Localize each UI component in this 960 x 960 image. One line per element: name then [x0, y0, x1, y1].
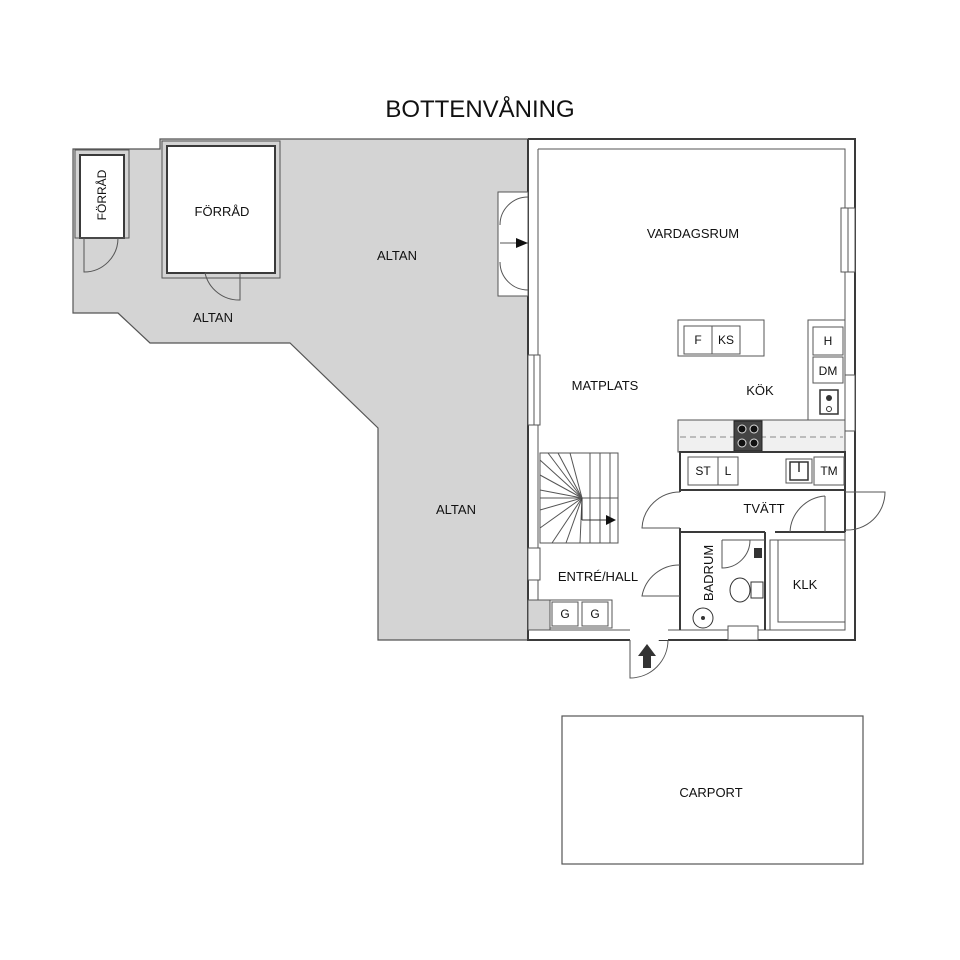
- fixture-label-g2: G: [590, 607, 599, 621]
- room-label-vardagsrum: VARDAGSRUM: [647, 226, 739, 241]
- fixture-label-ks: KS: [718, 333, 734, 347]
- kitchen-right-units: [807, 319, 846, 421]
- kitchen-island: [677, 319, 765, 357]
- carport-outline: [561, 715, 864, 865]
- kitchen-counter: [677, 419, 846, 453]
- interior-walls: [641, 452, 886, 631]
- fixture-label-st: ST: [695, 464, 711, 478]
- room-label-kok: KÖK: [746, 383, 774, 398]
- deck-area: [72, 138, 529, 641]
- room-label-matplats: MATPLATS: [572, 378, 639, 393]
- bathroom-fixtures: [692, 539, 765, 629]
- storage-building: [161, 140, 281, 301]
- staircase: [539, 452, 619, 544]
- room-label-forrad-small: FÖRRÅD: [94, 169, 109, 220]
- fixture-label-f: F: [694, 333, 701, 347]
- fixture-label-dm: DM: [819, 364, 838, 378]
- room-label-carport: CARPORT: [679, 785, 742, 800]
- room-label-klk: KLK: [793, 577, 818, 592]
- laundry-counter: [679, 451, 846, 491]
- room-label-altan-left: ALTAN: [193, 310, 233, 325]
- floor-title: BOTTENVÅNING: [385, 95, 574, 123]
- room-label-forrad: FÖRRÅD: [195, 204, 250, 219]
- room-label-badrum: BADRUM: [701, 545, 716, 601]
- entrance-door: [629, 639, 669, 679]
- room-label-altan-top: ALTAN: [377, 248, 417, 263]
- wardrobes: [527, 599, 613, 631]
- room-label-altan-bottom: ALTAN: [436, 502, 476, 517]
- fixture-label-g1: G: [560, 607, 569, 621]
- fixture-label-l: L: [725, 464, 732, 478]
- patio-door: [497, 191, 529, 297]
- fixture-label-tm: TM: [820, 464, 837, 478]
- small-storage: [74, 149, 130, 273]
- room-label-entre-hall: ENTRÉ/HALL: [558, 569, 638, 584]
- fixture-label-h: H: [824, 334, 833, 348]
- room-label-tvatt: TVÄTT: [743, 501, 784, 516]
